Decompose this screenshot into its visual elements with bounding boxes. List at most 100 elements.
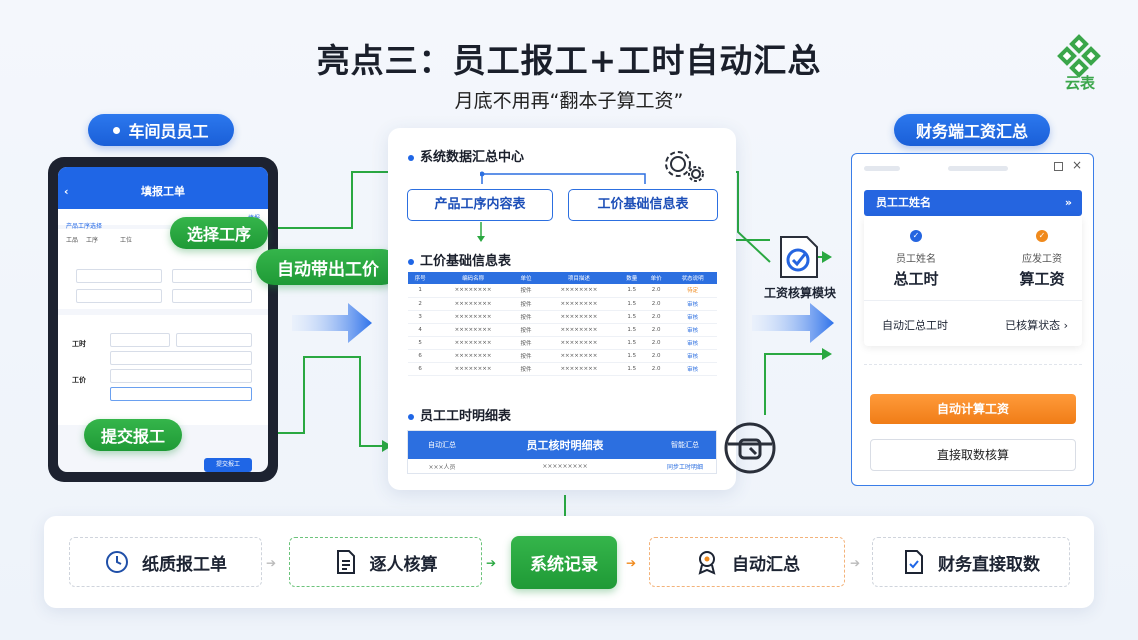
summary-right[interactable]: 已核算状态 › (1005, 319, 1068, 332)
hours-field-2[interactable] (172, 289, 252, 303)
table-cell: 2.0 (643, 336, 669, 350)
back-icon[interactable]: ‹ (64, 185, 69, 198)
hours-field[interactable] (172, 269, 252, 283)
table-cell: ×××××××× (432, 349, 514, 363)
product-process-table-button[interactable]: 产品工序内容表 (407, 189, 553, 221)
step-system: 系统记录 (511, 536, 617, 589)
table-cell: ×××××××× (432, 297, 514, 311)
product-field-2[interactable] (76, 289, 162, 303)
table-cell: 1.5 (619, 349, 644, 363)
table-cell: 按件 (513, 336, 539, 350)
workhour-select[interactable] (110, 351, 252, 365)
table-cell: ×××××××× (538, 310, 620, 324)
tab-a[interactable]: 工品 (66, 237, 79, 244)
step-auto: 自动汇总 (649, 537, 845, 587)
price-table-title: 工价基础信息表 (408, 250, 511, 269)
workhour-label: 工时 (72, 340, 86, 348)
hours-td-left: ×××人员 (428, 463, 456, 471)
col2-big: 算工资 (1019, 270, 1065, 288)
flow-arrow-1: ➔ (266, 556, 277, 570)
table-cell: ×××××××× (432, 323, 514, 337)
price-table: 序号 编码名称 单位 项目描述 数量 单价 状态说明 1××××××××按件××… (408, 272, 717, 376)
table-cell: 审核 (668, 323, 717, 337)
th-status: 状态说明 (668, 272, 717, 284)
tab-b[interactable]: 工序 (86, 237, 99, 244)
step-manual: 逐人核算 (289, 537, 482, 587)
table-cell: ×××××××× (538, 323, 620, 337)
auto-calc-salary-button[interactable]: 自动计算工资 (870, 394, 1076, 424)
table-cell: 按件 (513, 362, 539, 376)
workhour-field-2[interactable] (176, 333, 252, 347)
table-cell: ×××××××× (538, 349, 620, 363)
tablet-header: ‹ 填报工单 (58, 179, 268, 209)
table-cell: 6 (408, 362, 433, 376)
table-cell: 1.5 (619, 323, 644, 337)
table-cell: 2.0 (643, 284, 669, 298)
price-base-table-button[interactable]: 工价基础信息表 (568, 189, 718, 221)
price-field[interactable] (110, 369, 252, 383)
table-cell: 按件 (513, 323, 539, 337)
table-cell: 1.5 (619, 297, 644, 311)
tab-c[interactable]: 工位 (120, 237, 133, 244)
table-cell: 1.5 (619, 284, 644, 298)
maximize-icon[interactable] (1054, 162, 1063, 171)
price-field-2[interactable] (110, 387, 252, 401)
down-arrow-icon (477, 222, 485, 242)
table-cell: ×××××××× (432, 362, 514, 376)
hours-table: 自动汇总 员工核时明细表 智能汇总 ×××人员 ××××××××× 同步工时明细 (407, 430, 717, 474)
summary-left: 自动汇总工时 (882, 319, 948, 332)
tablet-form-bottom: 工时 工价 (58, 315, 268, 425)
workhour-field[interactable] (110, 333, 170, 347)
direct-fetch-button[interactable]: 直接取数核算 (870, 439, 1076, 471)
table-cell: 1.5 (619, 336, 644, 350)
gear-icon (665, 151, 704, 182)
employee-bar[interactable]: 员工工姓名 » (864, 190, 1082, 216)
submit-report-callout[interactable]: 提交报工 (84, 419, 182, 451)
table-cell: ×××××××× (538, 297, 620, 311)
table-cell: 4 (408, 323, 433, 337)
table-cell: 1.5 (619, 310, 644, 324)
check-orange-icon: ✓ (1036, 230, 1048, 242)
hours-td-mid: ××××××××× (542, 462, 588, 470)
document-icon (336, 550, 355, 574)
expand-icon[interactable]: » (1064, 196, 1072, 209)
subheader-label: 产品工序选择 (66, 223, 103, 230)
flow-arrow-4: ➔ (850, 556, 861, 570)
hub-title: 系统数据汇总中心 (408, 146, 524, 165)
window-titlebar: × (852, 154, 1093, 184)
step-paper: 纸质报工单 (69, 537, 262, 587)
table-cell: 1 (408, 284, 433, 298)
employee-card: ✓ ✓ 员工姓名 应发工资 总工时 算工资 自动汇总工时 已核算状态 › (864, 216, 1082, 346)
table-cell: ×××××××× (538, 362, 620, 376)
table-cell: 2.0 (643, 362, 669, 376)
table-cell: ×××××××× (432, 284, 514, 298)
table-cell: 3 (408, 310, 433, 324)
tablet-submit-button[interactable]: 提交报工 (204, 458, 252, 472)
table-cell: 6 (408, 349, 433, 363)
table-cell: 2.0 (643, 310, 669, 324)
table-cell: 按件 (513, 349, 539, 363)
select-process-callout[interactable]: 选择工序 (170, 217, 268, 249)
hours-th-mid: 员工核时明细表 (526, 439, 604, 452)
logo-text: 云表 (1064, 74, 1095, 92)
page-title: 亮点三：员工报工+工时自动汇总 (316, 41, 822, 80)
table-cell: 1.5 (619, 362, 644, 376)
th-price: 单价 (643, 272, 669, 284)
product-field[interactable] (76, 269, 162, 283)
hub-bracket (480, 171, 646, 184)
close-icon[interactable]: × (1072, 158, 1083, 172)
table-cell: ×××××××× (538, 336, 620, 350)
logo-icon (1057, 34, 1101, 78)
th-desc: 项目描述 (538, 272, 620, 284)
finance-label: 财务端工资汇总 (894, 114, 1050, 146)
table-cell: ×××××××× (432, 336, 514, 350)
checklist-icon (905, 550, 923, 574)
table-cell: 审核 (668, 336, 717, 350)
sync-timer-icon (724, 422, 776, 474)
table-cell: ×××××××× (538, 284, 620, 298)
th-no: 序号 (408, 272, 433, 284)
table-cell: 2.0 (643, 323, 669, 337)
